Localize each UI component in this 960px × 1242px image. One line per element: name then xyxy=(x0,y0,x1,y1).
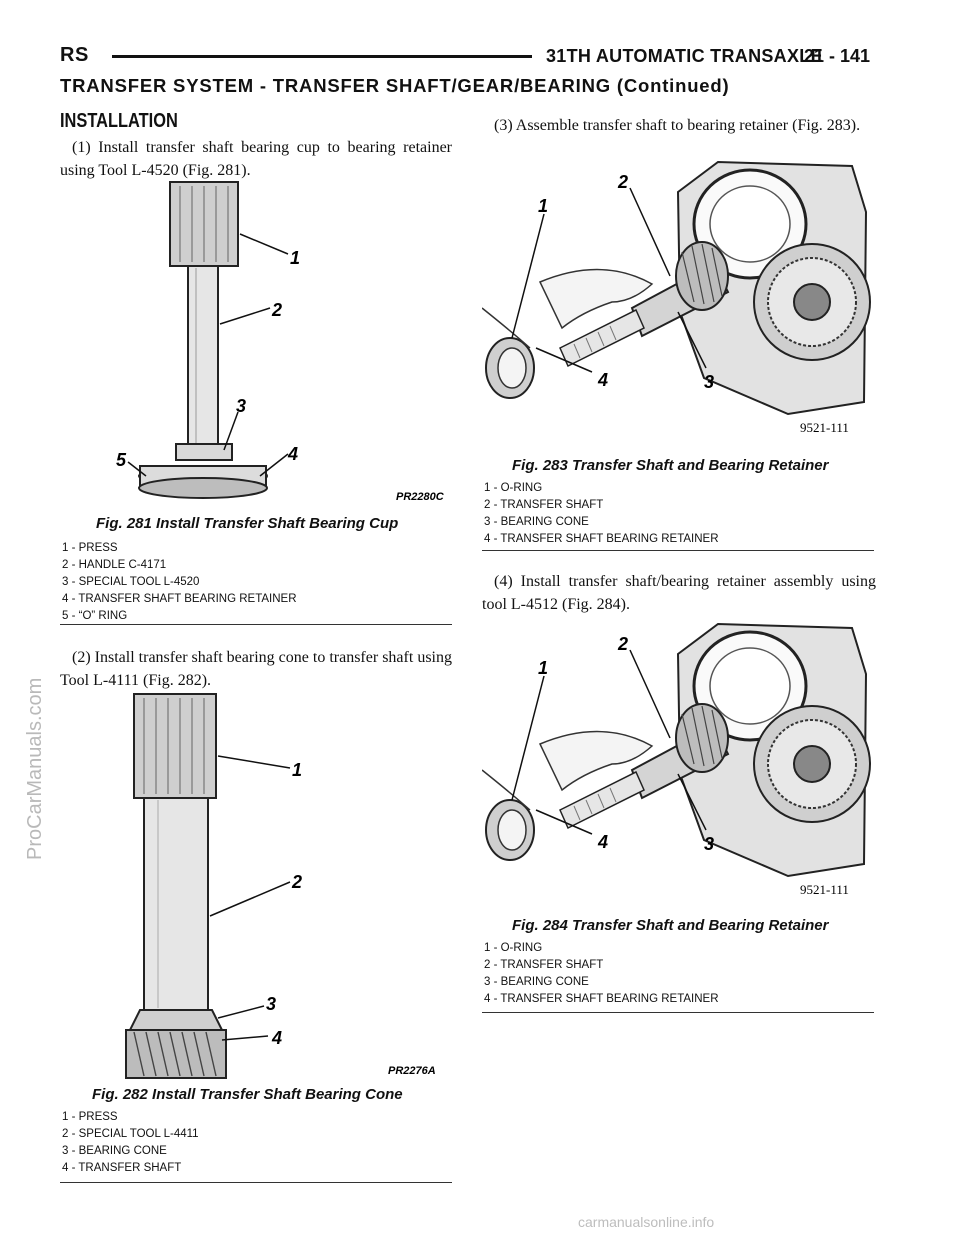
fig-281-rule xyxy=(60,624,452,625)
fig-283-rule xyxy=(482,550,874,551)
fig-284-rule xyxy=(482,1012,874,1013)
legend-item: 2 - TRANSFER SHAFT xyxy=(484,499,604,511)
fig-281-caption: Fig. 281 Install Transfer Shaft Bearing … xyxy=(96,515,399,532)
fig-283-illustration: 1 2 3 4 9521-111 xyxy=(482,152,874,442)
legend-item: 2 - SPECIAL TOOL L-4411 xyxy=(62,1128,199,1140)
fig-283-callout-4: 4 xyxy=(597,370,608,390)
step-2-text: (2) Install transfer shaft bearing cone … xyxy=(60,649,452,689)
fig-283-legend: 1 - O-RING 2 - TRANSFER SHAFT 3 - BEARIN… xyxy=(484,480,719,548)
fig-284-illustration: 1 2 3 4 9521-111 xyxy=(482,614,874,904)
fig-284-callout-2: 2 xyxy=(617,634,628,654)
fig-283-callout-3: 3 xyxy=(704,372,714,392)
fig-284-code: 9521-111 xyxy=(800,882,849,897)
fig-284-callout-3: 3 xyxy=(704,834,714,854)
fig-284-legend: 1 - O-RING 2 - TRANSFER SHAFT 3 - BEARIN… xyxy=(484,940,719,1008)
legend-item: 1 - O-RING xyxy=(484,942,543,954)
fig-283-callout-2: 2 xyxy=(617,172,628,192)
fig-282-illustration: 1 2 3 4 PR2276A xyxy=(100,690,450,1085)
fig-284-callout-1: 1 xyxy=(538,658,548,678)
fig-282-code: PR2276A xyxy=(388,1065,436,1077)
header-rule xyxy=(112,55,532,58)
chapter-title: 31TH AUTOMATIC TRANSAXLE xyxy=(546,46,823,66)
legend-item: 1 - O-RING xyxy=(484,482,543,494)
page-number: 21 - 141 xyxy=(804,46,871,66)
fig-281-callout-2: 2 xyxy=(271,300,282,320)
fig-282-callout-2: 2 xyxy=(291,872,302,892)
legend-item: 1 - PRESS xyxy=(62,1111,118,1123)
legend-item: 2 - HANDLE C-4171 xyxy=(62,559,167,571)
fig-283-callout-1: 1 xyxy=(538,196,548,216)
legend-item: 4 - TRANSFER SHAFT BEARING RETAINER xyxy=(484,993,719,1005)
legend-item: 2 - TRANSFER SHAFT xyxy=(484,959,604,971)
fig-281-illustration: 1 2 3 4 5 PR2280C xyxy=(100,176,450,506)
step-4-text: (4) Install transfer shaft/bearing retai… xyxy=(482,573,876,613)
installation-heading: INSTALLATION xyxy=(60,110,178,132)
legend-item: 3 - BEARING CONE xyxy=(484,976,589,988)
fig-284-callout-4: 4 xyxy=(597,832,608,852)
legend-item: 5 - “O” RING xyxy=(62,610,128,622)
legend-item: 4 - TRANSFER SHAFT xyxy=(62,1162,182,1174)
legend-item: 4 - TRANSFER SHAFT BEARING RETAINER xyxy=(484,533,719,545)
fig-282-callout-1: 1 xyxy=(292,760,302,780)
fig-281-legend: 1 - PRESS 2 - HANDLE C-4171 3 - SPECIAL … xyxy=(62,540,297,625)
fig-282-callout-4: 4 xyxy=(271,1028,282,1048)
fig-282-legend: 1 - PRESS 2 - SPECIAL TOOL L-4411 3 - BE… xyxy=(62,1109,199,1177)
fig-284-caption: Fig. 284 Transfer Shaft and Bearing Reta… xyxy=(512,917,829,934)
legend-item: 3 - SPECIAL TOOL L-4520 xyxy=(62,576,200,588)
fig-281-callout-5: 5 xyxy=(116,450,127,470)
watermark: ProCarManuals.com xyxy=(24,677,46,860)
fig-283-code: 9521-111 xyxy=(800,420,849,435)
legend-item: 3 - BEARING CONE xyxy=(484,516,589,528)
legend-item: 1 - PRESS xyxy=(62,542,118,554)
fig-282-caption: Fig. 282 Install Transfer Shaft Bearing … xyxy=(92,1086,403,1103)
fig-281-code: PR2280C xyxy=(396,491,445,503)
fig-282-callout-3: 3 xyxy=(266,994,276,1014)
step-1-text: (1) Install transfer shaft bearing cup t… xyxy=(60,139,452,179)
fig-283-caption: Fig. 283 Transfer Shaft and Bearing Reta… xyxy=(512,457,829,474)
section-code: RS xyxy=(60,44,89,66)
fig-281-callout-3: 3 xyxy=(236,396,246,416)
step-3-text: (3) Assemble transfer shaft to bearing r… xyxy=(494,117,861,134)
section-title: TRANSFER SYSTEM - TRANSFER SHAFT/GEAR/BE… xyxy=(60,75,730,96)
legend-item: 4 - TRANSFER SHAFT BEARING RETAINER xyxy=(62,593,297,605)
footer-text: carmanualsonline.info xyxy=(578,1214,715,1230)
fig-282-rule xyxy=(60,1182,452,1183)
fig-281-callout-4: 4 xyxy=(287,444,298,464)
legend-item: 3 - BEARING CONE xyxy=(62,1145,167,1157)
fig-281-callout-1: 1 xyxy=(290,248,300,268)
